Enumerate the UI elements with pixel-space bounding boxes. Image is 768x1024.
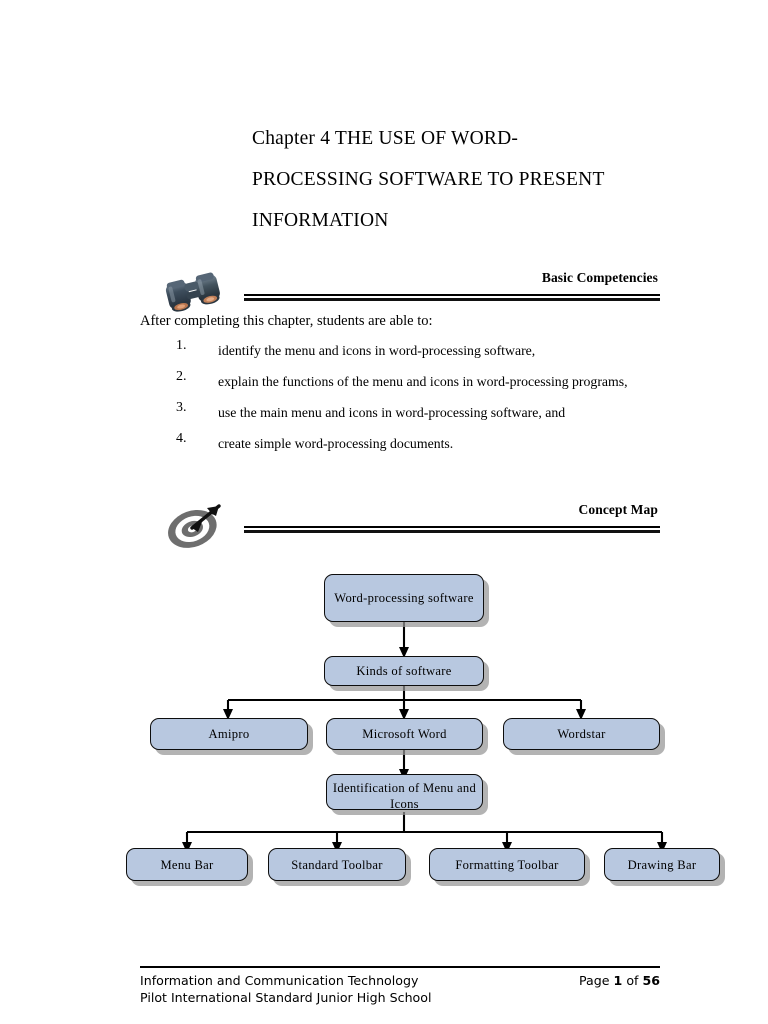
page-prefix: Page	[579, 973, 610, 988]
footer-line-2: Pilot International Standard Junior High…	[140, 990, 432, 1005]
concept-node-formatting-toolbar: Formatting Toolbar	[429, 848, 585, 881]
concept-node-microsoft-word-label: Microsoft Word	[362, 727, 447, 741]
footer-text: Information and Communication Technology…	[140, 972, 500, 1006]
concept-map-label: Concept Map	[578, 502, 658, 517]
concept-node-drawing-bar: Drawing Bar	[604, 848, 720, 881]
concept-node-standard-toolbar: Standard Toolbar	[268, 848, 406, 881]
list-item-number: 2.	[176, 369, 187, 384]
concept-node-drawing-bar-label: Drawing Bar	[627, 857, 697, 872]
page-current: 1	[613, 973, 623, 988]
concept-map-header: Concept Map	[140, 500, 660, 548]
concept-node-root: Word-processing software	[324, 574, 484, 622]
title-line-2: PROCESSING SOFTWARE TO PRESENT	[252, 169, 605, 190]
concept-node-amipro: Amipro	[150, 718, 308, 750]
page-title: Chapter 4 THE USE OF WORD- PROCESSING SO…	[252, 118, 664, 241]
page-number: Page 1 of 56	[579, 972, 660, 989]
concept-node-kinds-label: Kinds of software	[356, 664, 452, 678]
footer-divider	[140, 966, 660, 968]
list-item-text: create simple word-processing documents.	[218, 436, 454, 451]
concept-node-root-label: Word-processing software	[334, 591, 474, 605]
list-item-number: 1.	[176, 338, 187, 353]
binoculars-icon	[158, 268, 230, 314]
list-item-text: use the main menu and icons in word-proc…	[218, 405, 566, 420]
list-item: 1. identify the menu and icons in word-p…	[140, 338, 660, 364]
concept-node-amipro-label: Amipro	[208, 727, 250, 741]
concept-node-formatting-toolbar-label: Formatting Toolbar	[455, 857, 559, 872]
competencies-lead-in: After completing this chapter, students …	[140, 313, 433, 329]
list-item: 3. use the main menu and icons in word-p…	[140, 400, 660, 426]
concept-node-standard-toolbar-label: Standard Toolbar	[291, 857, 383, 872]
title-line-1: Chapter 4 THE USE OF WORD-	[252, 128, 519, 149]
list-item: 4. create simple word-processing documen…	[140, 431, 660, 457]
concept-map-divider	[244, 526, 660, 533]
concept-node-identification: Identification of Menu and Icons	[326, 774, 483, 811]
concept-node-kinds: Kinds of software	[324, 656, 484, 686]
basic-competencies-divider	[244, 294, 660, 301]
basic-competencies-header: Basic Competencies	[140, 268, 660, 314]
concept-map-connectors	[182, 622, 667, 853]
list-item-number: 4.	[176, 431, 187, 446]
concept-node-menu-bar-label: Menu Bar	[160, 857, 214, 872]
concept-node-menu-bar: Menu Bar	[126, 848, 248, 881]
list-item: 2. explain the functions of the menu and…	[140, 369, 660, 395]
footer-line-1: Information and Communication Technology	[140, 973, 419, 988]
concept-node-identification-label: Identification of Menu and Icons	[332, 781, 477, 811]
list-item-number: 3.	[176, 400, 187, 415]
concept-node-wordstar: Wordstar	[503, 718, 660, 750]
basic-competencies-label: Basic Competencies	[541, 270, 658, 285]
title-line-3: INFORMATION	[252, 210, 389, 231]
page-total: 56	[642, 973, 660, 988]
list-item-text: explain the functions of the menu and ic…	[218, 374, 628, 389]
target-arrow-icon	[158, 500, 230, 548]
competencies-list: 1. identify the menu and icons in word-p…	[140, 338, 660, 462]
page-of: of	[626, 973, 639, 988]
concept-node-microsoft-word: Microsoft Word	[326, 718, 483, 750]
concept-map-diagram: Word-processing software Kinds of softwa…	[0, 560, 768, 900]
concept-node-wordstar-label: Wordstar	[557, 727, 606, 741]
list-item-text: identify the menu and icons in word-proc…	[218, 343, 536, 358]
